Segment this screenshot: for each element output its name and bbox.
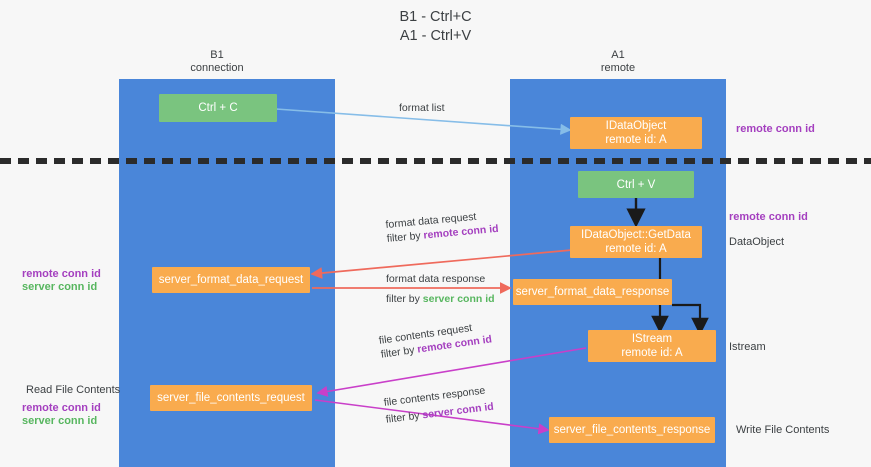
right-label-remote-conn-id-mid: remote conn id xyxy=(729,211,808,223)
right-label-remote-conn-id-top: remote conn id xyxy=(736,123,815,135)
node-server-format-data-request-label: server_format_data_request xyxy=(158,274,304,286)
node-istream-line2: remote id: A xyxy=(621,347,683,359)
title-line-1: B1 - Ctrl+C xyxy=(399,9,472,25)
node-server-file-contents-request-label: server_file_contents_request xyxy=(157,392,305,404)
node-server-format-data-response[interactable]: server_format_data_response xyxy=(513,279,672,305)
title-line-2: A1 - Ctrl+V xyxy=(399,28,472,44)
node-server-file-contents-response-label: server_file_contents_response xyxy=(553,424,711,436)
left-label-read-file-contents: Read File Contents xyxy=(26,384,121,396)
edge-label-format-data-response-line2: filter by server conn id xyxy=(386,292,495,306)
node-server-file-contents-request[interactable]: server_file_contents_request xyxy=(150,385,312,411)
right-label-dataobject: DataObject xyxy=(729,236,785,248)
edge-label-format-list: format list xyxy=(399,102,445,114)
node-istream[interactable]: IStream remote id: A xyxy=(588,330,716,362)
edge-label-file-contents-response-prefix: filter by xyxy=(385,409,424,426)
edge-label-file-contents-request-prefix: filter by xyxy=(380,343,419,361)
column-header-a1-subtitle: remote xyxy=(600,62,636,74)
edge-label-format-data-response-highlight: server conn id xyxy=(422,293,495,305)
column-header-b1-name: B1 xyxy=(210,49,224,61)
column-header-b1: B1 connection xyxy=(137,49,297,75)
node-getdata[interactable]: IDataObject::GetData remote id: A xyxy=(570,226,702,258)
edge-label-file-contents-response: file contents response filter by server … xyxy=(383,383,495,427)
page-title: B1 - Ctrl+C A1 - Ctrl+V xyxy=(0,8,871,46)
node-idataobject-line1: IDataObject xyxy=(605,120,667,132)
edge-label-format-data-response-line1: format data response xyxy=(386,273,486,285)
left-label-remote-conn-id: remote conn id xyxy=(22,268,101,280)
edge-label-format-data-response: format data response filter by server co… xyxy=(386,272,495,306)
node-idataobject-line2: remote id: A xyxy=(605,134,667,146)
node-ctrl-c-label: Ctrl + C xyxy=(198,102,238,114)
edge-label-file-contents-request: file contents request filter by remote c… xyxy=(378,318,493,361)
edge-label-format-data-response-prefix: filter by xyxy=(386,293,423,305)
node-ctrl-v[interactable]: Ctrl + V xyxy=(578,171,694,198)
edge-label-format-data-request-prefix: filter by xyxy=(386,229,425,245)
left-label-server-conn-id-2: server conn id xyxy=(22,415,98,427)
right-label-istream: Istream xyxy=(729,341,766,353)
node-server-format-data-request[interactable]: server_format_data_request xyxy=(152,267,310,293)
column-header-a1-name: A1 xyxy=(611,49,625,61)
node-server-format-data-response-label: server_format_data_response xyxy=(515,286,670,298)
node-idataobject[interactable]: IDataObject remote id: A xyxy=(570,117,702,149)
column-header-a1: A1 remote xyxy=(538,49,698,75)
right-label-write-file-contents: Write File Contents xyxy=(736,424,830,436)
left-label-remote-conn-id-2: remote conn id xyxy=(22,402,101,414)
node-ctrl-c[interactable]: Ctrl + C xyxy=(159,94,277,122)
column-header-b1-subtitle: connection xyxy=(190,62,244,74)
node-server-file-contents-response[interactable]: server_file_contents_response xyxy=(549,417,715,443)
node-ctrl-v-label: Ctrl + V xyxy=(616,178,656,191)
node-getdata-line1: IDataObject::GetData xyxy=(581,229,691,241)
node-getdata-line2: remote id: A xyxy=(605,243,667,255)
node-istream-line1: IStream xyxy=(631,333,673,345)
left-label-server-conn-id: server conn id xyxy=(22,281,98,293)
edge-label-format-data-request: format data request filter by remote con… xyxy=(385,208,499,246)
